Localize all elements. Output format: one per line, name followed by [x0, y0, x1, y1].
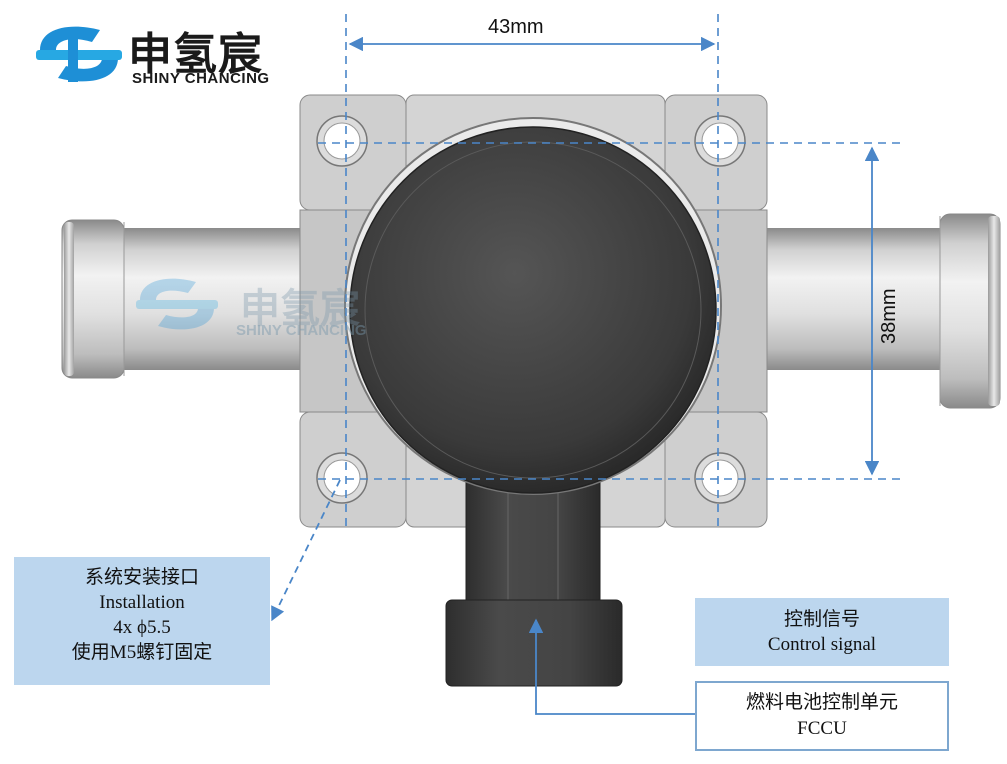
left-pipe: [61, 219, 310, 379]
width-dimension-label: 43mm: [488, 16, 544, 38]
installation-callout: 系统安装接口 Installation 4x ϕ5.5 使用M5螺钉固定: [14, 557, 270, 685]
control-signal-cn: 控制信号: [783, 609, 860, 630]
fccu-cn: 燃料电池控制单元: [745, 692, 898, 713]
installation-cn-title: 系统安装接口: [84, 567, 199, 588]
control-signal-callout: 控制信号 Control signal: [695, 598, 949, 666]
dimension-arrows: [348, 36, 880, 476]
fccu-en: FCCU: [797, 718, 847, 739]
installation-leader: [271, 479, 341, 622]
installation-en-title: Installation: [99, 592, 185, 613]
right-pipe: [740, 213, 1001, 409]
fccu-callout: 燃料电池控制单元 FCCU: [695, 681, 949, 751]
mounting-holes: [316, 115, 746, 504]
brand-name-en: SHINY CHANCING: [132, 70, 270, 87]
control-signal-en: Control signal: [767, 634, 877, 655]
watermark-name-en: SHINY CHANCING: [236, 322, 367, 339]
watermark-logo-icon: [136, 278, 218, 330]
watermark-name-cn: 申氢宸: [240, 286, 360, 332]
installation-hole-spec: 4x ϕ5.5: [113, 617, 171, 638]
brand-logo-icon: [36, 26, 122, 82]
installation-screw-note: 使用M5螺钉固定: [71, 642, 213, 663]
dimension-lines: [318, 14, 905, 530]
dome-cap: [344, 117, 722, 495]
height-dimension-label: 38mm: [878, 288, 900, 344]
fccu-leader: [528, 618, 695, 715]
brand-name-cn: 申氢宸: [128, 29, 263, 80]
